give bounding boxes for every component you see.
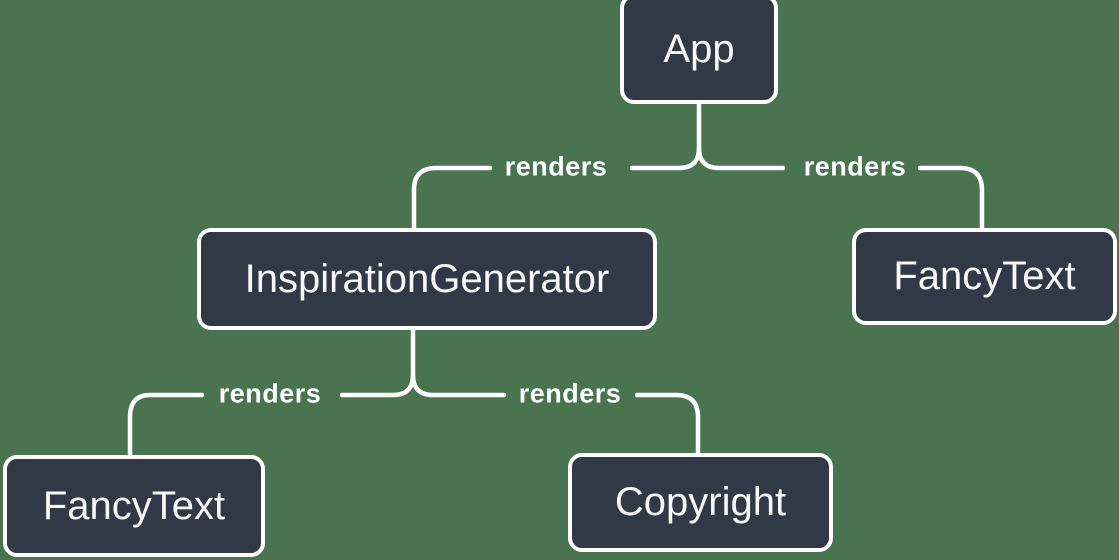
node-fancy-text-right: FancyText bbox=[852, 228, 1117, 325]
node-fancy-text-left: FancyText bbox=[3, 455, 265, 557]
connector-app-fork-right bbox=[696, 145, 786, 171]
node-copyright: Copyright bbox=[568, 453, 833, 552]
connector-to-fancy-text-left bbox=[127, 392, 205, 458]
edge-label-ig-renders-fancy-text: renders bbox=[218, 378, 322, 409]
connector-to-inspiration-generator bbox=[411, 165, 493, 231]
node-copyright-label: Copyright bbox=[614, 480, 787, 524]
connector-ig-fork-right bbox=[410, 372, 507, 398]
connector-ig-fork-left bbox=[339, 327, 416, 398]
node-app: App bbox=[620, 0, 778, 104]
edge-label-app-renders-inspiration-generator: renders bbox=[504, 151, 608, 182]
node-inspiration-generator-label: InspirationGenerator bbox=[244, 256, 610, 301]
node-fancy-text-right-label: FancyText bbox=[893, 254, 1076, 298]
connector-to-fancy-text-right bbox=[917, 165, 985, 231]
node-app-label: App bbox=[663, 26, 735, 71]
edge-label-app-renders-fancy-text: renders bbox=[803, 151, 907, 182]
node-inspiration-generator: InspirationGenerator bbox=[197, 228, 657, 330]
edge-label-ig-renders-copyright: renders bbox=[518, 378, 622, 409]
connector-app-fork-left bbox=[629, 101, 702, 171]
node-fancy-text-left-label: FancyText bbox=[42, 483, 226, 528]
connector-to-copyright bbox=[634, 392, 701, 456]
